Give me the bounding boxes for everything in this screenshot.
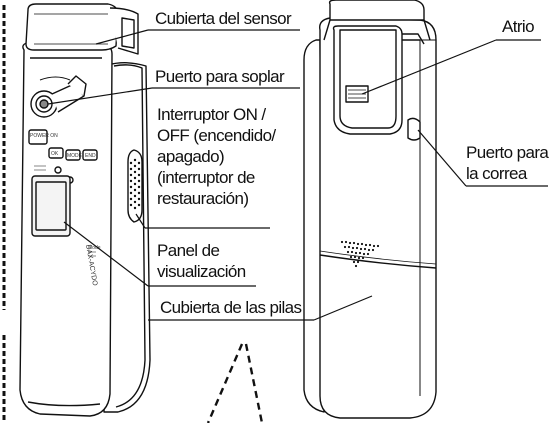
label-power-switch-line: (interruptor de	[157, 168, 255, 187]
leader-lines	[47, 29, 548, 321]
speaker-dots	[340, 240, 380, 268]
leader-atrium	[361, 39, 497, 95]
label-blow-port: Puerto para soplar	[155, 67, 285, 86]
label-strap-port: Puerto para la correa	[466, 142, 549, 184]
device-button-label-power: POWER ON	[30, 133, 58, 139]
switch-grip-dots	[129, 158, 141, 210]
end-button	[82, 149, 98, 161]
ok-button	[48, 147, 64, 159]
front-device	[19, 3, 151, 417]
back-device	[303, 0, 437, 419]
power-on-button	[28, 129, 48, 145]
label-power-switch-line: restauración)	[157, 189, 249, 208]
label-power-switch-line: OFF (encendido/	[157, 126, 276, 145]
label-atrium: Atrio	[502, 17, 535, 36]
dashed-pointers	[206, 343, 264, 423]
leader-strap	[417, 129, 467, 187]
label-sensor-cover: Cubierta del sensor	[155, 9, 292, 28]
label-display-panel-line: Panel de	[157, 241, 220, 260]
leader-display	[63, 221, 149, 287]
leader-switch	[135, 213, 146, 229]
device-badge: Mode	[88, 245, 101, 251]
mode-button	[65, 149, 81, 161]
device-button-label-ok: OK	[51, 151, 59, 157]
display-screen	[31, 175, 71, 237]
device-button-label-mode: MODE	[67, 153, 83, 159]
device-button-label-end: END	[85, 153, 96, 159]
leader-blow-port	[47, 87, 153, 105]
label-power-switch: Interruptor ON / OFF (encendido/ apagado…	[157, 104, 276, 209]
leader-battery	[313, 295, 373, 321]
leader-sensor-cover	[95, 29, 149, 45]
label-battery-cover: Cubierta de las pilas	[160, 298, 302, 317]
label-display-panel: Panel de visualización	[157, 240, 246, 282]
label-power-switch-line: Interruptor ON /	[157, 105, 266, 124]
label-strap-port-line: la correa	[466, 164, 527, 183]
label-display-panel-line: visualización	[157, 262, 246, 281]
label-power-switch-line: apagado)	[157, 147, 225, 166]
label-strap-port-line: Puerto para	[466, 143, 549, 162]
